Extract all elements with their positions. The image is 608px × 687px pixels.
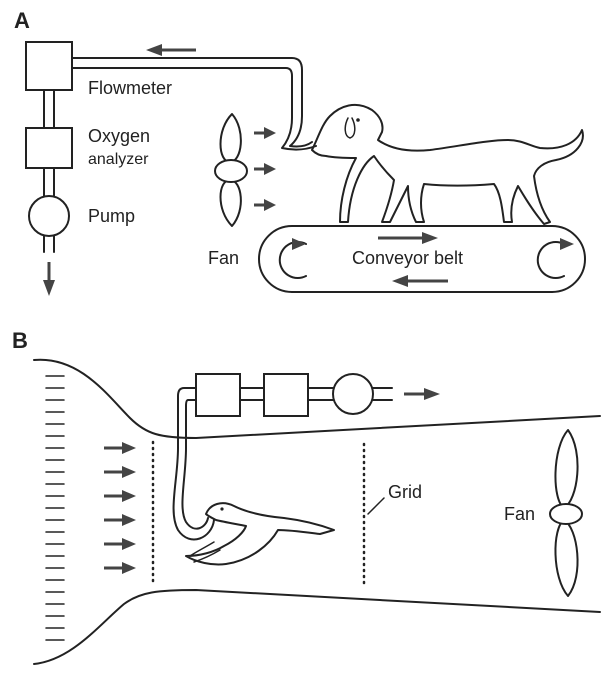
- air-hose-bottom: [71, 67, 317, 151]
- flowmeter-box: [25, 41, 73, 91]
- belt-bottom-arrow-icon: [392, 275, 408, 287]
- oxygen-analyzer-box: [25, 127, 73, 169]
- air-hose-top: [71, 57, 313, 148]
- chain-pump-circle: [332, 373, 374, 415]
- belt-top-arrow-icon: [422, 232, 438, 244]
- chain-box-2: [263, 373, 309, 417]
- incoming-air-arrows: [104, 442, 136, 574]
- bird-hose-outer: [172, 447, 215, 541]
- fan-a-icon: [214, 113, 248, 227]
- pump-label: Pump: [88, 206, 135, 226]
- flowmeter-label: Flowmeter: [88, 78, 172, 98]
- tunnel-top-wall: [33, 358, 601, 439]
- exhaust-arrow-icon: [43, 280, 55, 296]
- analyzer-label: analyzer: [88, 151, 149, 168]
- panel-a-letter: A: [14, 8, 30, 33]
- inlet-screen: [45, 375, 65, 641]
- roller-right-icon: [536, 241, 565, 279]
- fan-b-icon: [549, 429, 583, 597]
- conveyor-belt-label: Conveyor belt: [352, 248, 463, 268]
- grid-leader-line: [367, 497, 385, 515]
- panel-b: B: [12, 328, 601, 665]
- flow-direction-arrow-icon: [146, 44, 162, 56]
- measurement-chain: [177, 373, 440, 449]
- fan-b-label: Fan: [504, 504, 535, 524]
- panel-a: A Flowmeter Oxygen analyzer Pump: [14, 8, 586, 296]
- fan-a-airflow-arrows: [254, 127, 276, 211]
- conveyor-belt: [258, 225, 586, 293]
- dog-icon: [311, 103, 584, 225]
- chain-exhaust-arrow-icon: [424, 388, 440, 400]
- grid-label: Grid: [388, 482, 422, 502]
- bird-hose-inner: [181, 447, 209, 530]
- fan-a-label: Fan: [208, 248, 239, 268]
- oxygen-label: Oxygen: [88, 126, 150, 146]
- tunnel-bottom-wall: [33, 589, 601, 665]
- chain-box-1: [195, 373, 241, 417]
- bird-icon: [185, 502, 335, 566]
- pump-circle: [28, 195, 70, 237]
- panel-b-letter: B: [12, 328, 28, 353]
